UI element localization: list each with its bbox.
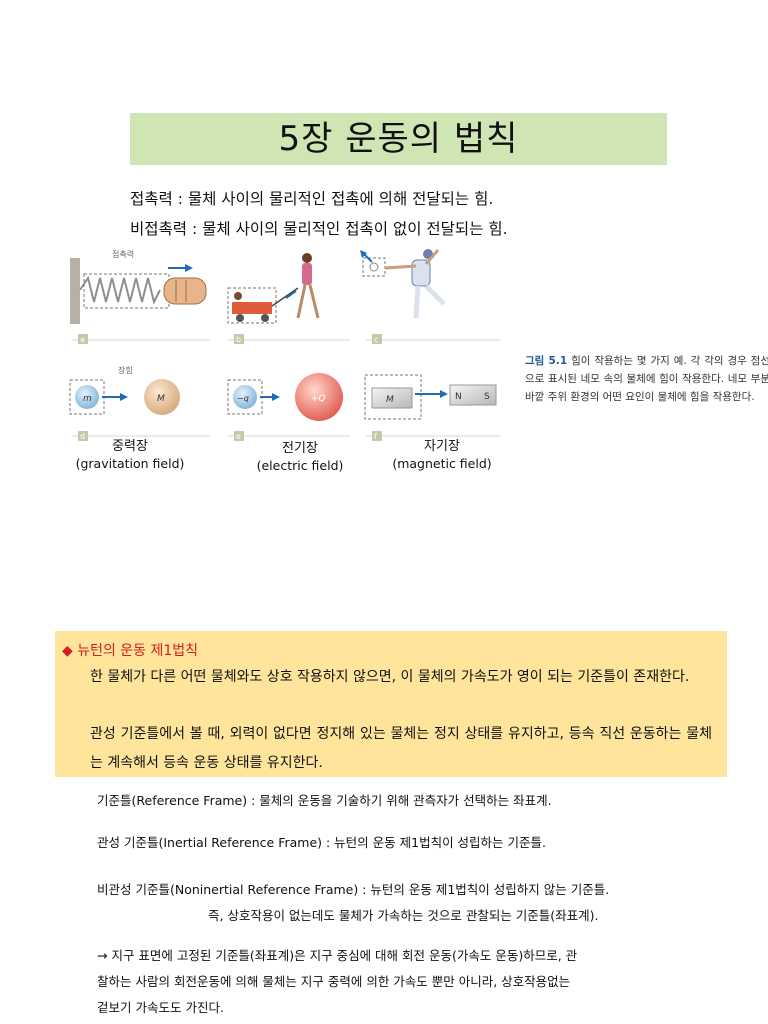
panel-tag-d — [78, 431, 88, 441]
svg-text:d: d — [80, 432, 85, 441]
newton-first-law-box — [55, 631, 727, 777]
svg-text:M: M — [386, 395, 394, 405]
earth-frame-line-1: → 지구 표면에 고정된 기준틀(좌표계)은 지구 중심에 대해 회전 운동(가… — [97, 948, 578, 963]
earth-frame-line-2: 찰하는 사람의 회전운동에 의해 물체는 지구 중력에 의한 가속도 뿐만 아니… — [97, 974, 571, 989]
wagon-puller-illustration — [227, 253, 320, 324]
contact-force-label: 접촉력 — [112, 249, 134, 259]
spring-fist-illustration — [70, 258, 207, 324]
baseball-pitcher-illustration — [360, 249, 446, 319]
caption-text: 힘이 작용하는 몇 가지 예. 각 각의 경우 점선으로 표시된 네모 속의 물… — [525, 355, 768, 403]
electric-charges-illustration: −q +Q — [227, 373, 343, 421]
law-title: ◆ 뉴턴의 운동 제1법칙 — [62, 643, 199, 659]
figure-caption: 그림 5.1 힘이 작용하는 몇 가지 예. 각 각의 경우 점선으로 표시된 … — [525, 352, 768, 406]
noncontact-force-definition: 비접촉력 : 물체 사이의 물리적인 접촉이 없이 전달되는 힘. — [130, 220, 508, 238]
law-paragraph-2: 관성 기준틀에서 볼 때, 외력이 없다면 정지해 있는 물체는 정지 상태를 … — [90, 726, 712, 771]
noninertial-frame-note: 즉, 상호작용이 없는데도 물체가 가속하는 것으로 관찰되는 기준틀(좌표계)… — [208, 908, 599, 923]
field-force-label: 장힘 — [118, 365, 133, 375]
magnet-illustration: M N S — [364, 374, 497, 420]
svg-text:e: e — [236, 432, 241, 441]
caption-number: 그림 5.1 — [525, 355, 568, 367]
law-paragraph-1: 한 물체가 다른 어떤 물체와도 상호 작용하지 않으면, 이 물체의 가속도가… — [90, 669, 690, 685]
panel-tag-b — [234, 334, 244, 344]
force-examples-figure: 접촉력 장힘 a b — [69, 249, 500, 441]
inertial-frame-definition: 관성 기준틀(Inertial Reference Frame) : 뉴턴의 운… — [97, 835, 546, 850]
svg-text:−q: −q — [237, 394, 249, 403]
svg-text:a: a — [80, 335, 85, 344]
svg-text:m: m — [83, 394, 92, 404]
svg-text:b: b — [236, 335, 241, 344]
contact-force-definition: 접촉력 : 물체 사이의 물리적인 접촉에 의해 전달되는 힘. — [130, 190, 494, 208]
svg-text:f: f — [374, 432, 377, 441]
gravitational-masses-illustration: m M — [69, 379, 180, 415]
svg-text:+Q: +Q — [311, 394, 326, 404]
svg-text:c: c — [374, 335, 378, 344]
noninertial-frame-definition: 비관성 기준틀(Noninertial Reference Frame) : 뉴… — [97, 882, 610, 897]
page-title: 5장 운동의 법칙 — [278, 119, 519, 159]
svg-text:N: N — [455, 392, 462, 402]
panel-tag-a — [78, 334, 88, 344]
gravitation-field-label: 중력장 (gravitation field) — [75, 439, 185, 471]
svg-text:M: M — [157, 394, 165, 404]
panel-tag-e — [234, 431, 244, 441]
earth-frame-line-3: 겉보기 가속도도 가진다. — [97, 1000, 224, 1015]
magnetic-field-label: 자기장 (magnetic field) — [392, 439, 492, 471]
title-box: 5장 운동의 법칙 — [130, 113, 667, 165]
panel-tag-f — [372, 431, 382, 441]
svg-text:S: S — [484, 392, 490, 402]
panel-tag-c — [372, 334, 382, 344]
reference-frame-definition: 기준틀(Reference Frame) : 물체의 운동을 기술하기 위해 관… — [97, 793, 552, 808]
electric-field-label: 전기장 (electric field) — [256, 441, 344, 473]
